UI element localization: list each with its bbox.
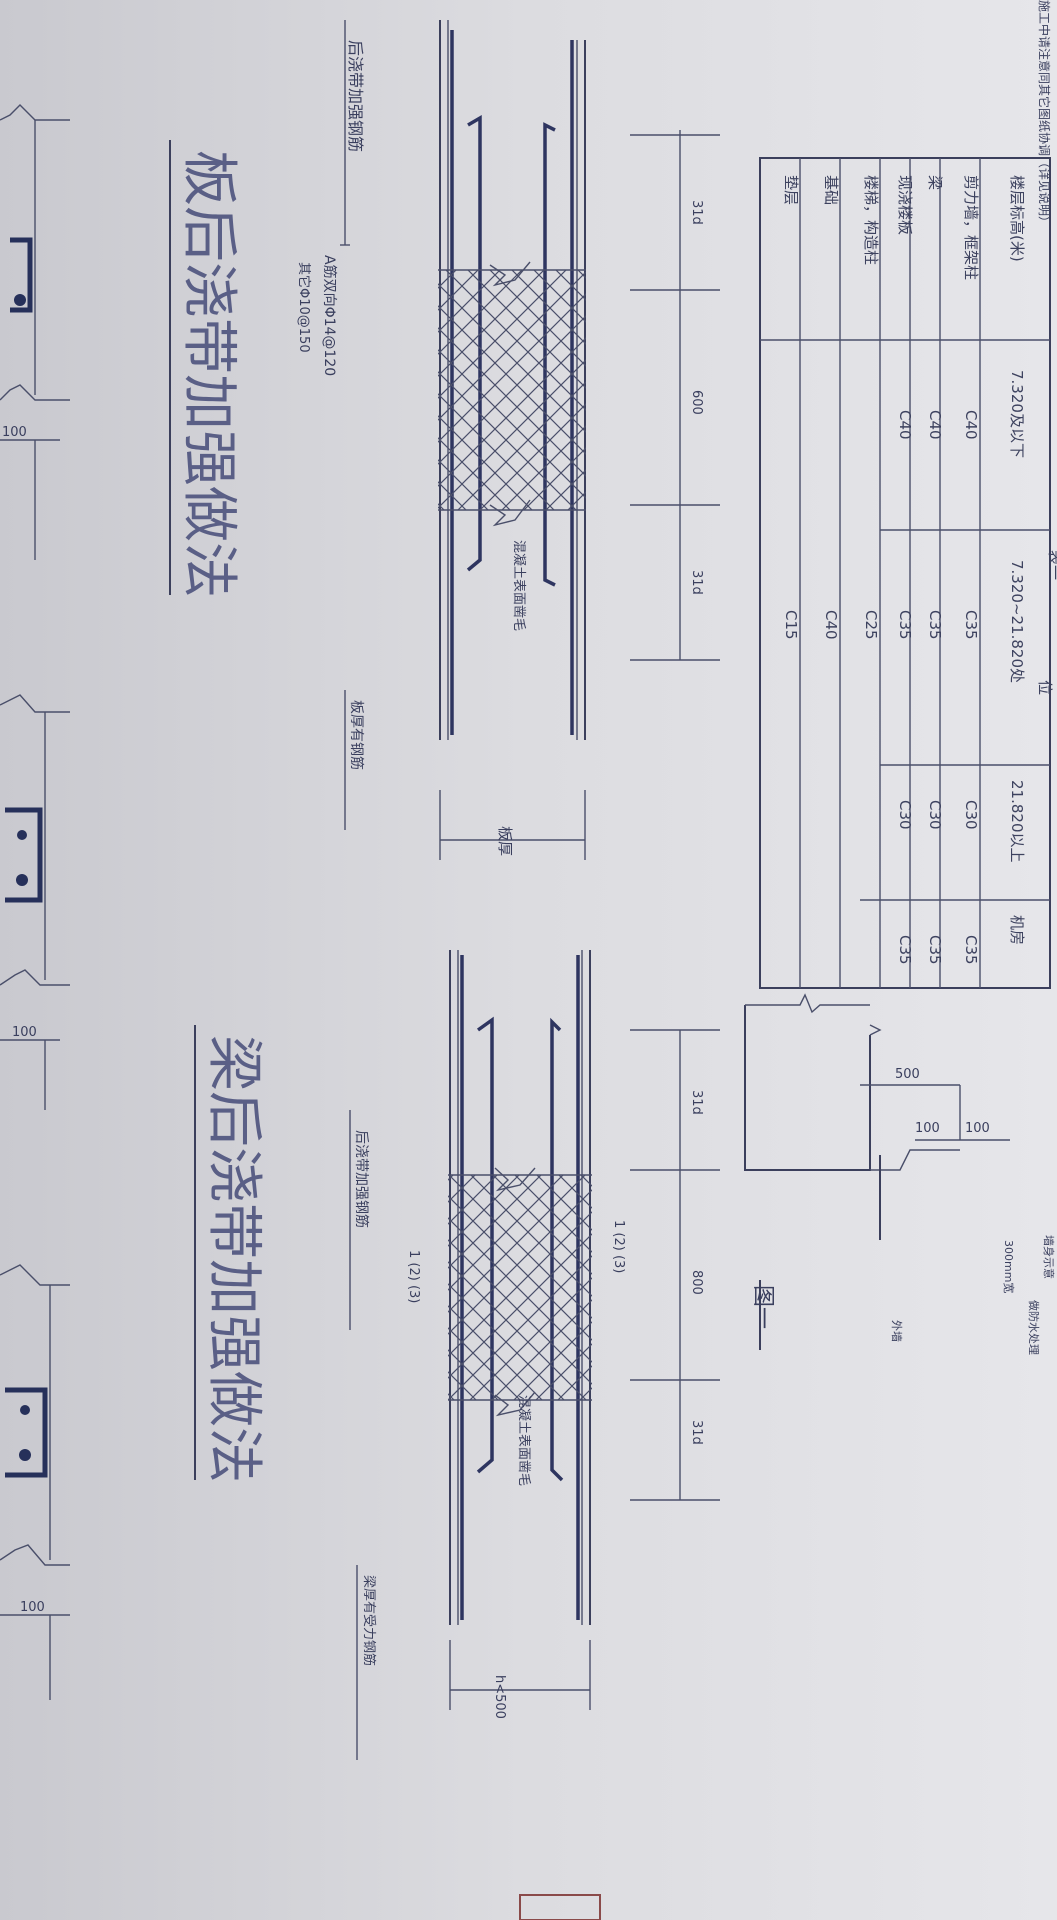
table-cell-2-3: C30 bbox=[926, 800, 944, 830]
table-cell-4-2: C25 bbox=[862, 610, 880, 640]
slab-thickness-label: 板厚 bbox=[496, 826, 514, 856]
figure-one-dim-500: 500 bbox=[895, 1067, 920, 1082]
beam-dim-h: h<500 bbox=[492, 1675, 507, 1719]
beam-section-b: 1 (2) (3) bbox=[611, 1220, 626, 1273]
table-cell-6-2: C15 bbox=[782, 610, 800, 640]
left-dim-100-1: 100 bbox=[2, 425, 27, 440]
beam-rebar-label: 后浇带加强钢筋 bbox=[353, 1130, 370, 1228]
table-cell-2-1: C40 bbox=[926, 410, 944, 440]
slab-same-as-slab-label: 板厚有钢筋 bbox=[348, 700, 365, 770]
slab-rebar-spec1: A筋双向Φ14@120 bbox=[321, 255, 338, 376]
table-cell-0-3: 21.820以上 bbox=[1008, 780, 1026, 863]
beam-dim-31d-top: 31d bbox=[689, 1090, 704, 1115]
table-cell-3-3: C30 bbox=[896, 800, 914, 830]
left-partial-details: 100 100 100 bbox=[0, 104, 70, 1700]
slab-rebar-label: 后浇带加强钢筋 bbox=[346, 40, 365, 152]
beam-dim-800: 800 bbox=[689, 1270, 704, 1295]
table-cell-1-4: C35 bbox=[962, 935, 980, 965]
figure-one-note-top: 做防水处理 bbox=[1027, 1300, 1041, 1355]
beam-roughen-label: 混凝土表面凿毛 bbox=[516, 1395, 532, 1486]
table-row-header-1: 剪力墙，框架柱 bbox=[962, 175, 980, 280]
table-cell-3-2: C35 bbox=[896, 610, 914, 640]
left-dim-100-3: 100 bbox=[20, 1600, 45, 1615]
header-note: 施工中请注意同其它图纸协调（详见说明） bbox=[1037, 0, 1052, 228]
slab-post-pour-strip-detail: 31d 600 31d 板厚 混凝土表面凿毛 板厚有钢筋 后浇带加强钢筋 A筋双… bbox=[169, 20, 720, 860]
table-row-header-6: 垫层 bbox=[782, 175, 800, 205]
table-row-header-2: 梁 bbox=[926, 175, 944, 190]
table-cell-1-1: C40 bbox=[962, 410, 980, 440]
figure-one-label: 图一 bbox=[750, 1285, 775, 1329]
slab-detail-title: 板后浇带加强做法 bbox=[176, 150, 241, 598]
beam-detail-title: 梁后浇带加强做法 bbox=[201, 1035, 266, 1483]
left-dim-100-2: 100 bbox=[12, 1025, 37, 1040]
table-row-header-3: 现浇楼板 bbox=[896, 175, 914, 235]
beam-section-a: 1 (2) (3) bbox=[406, 1250, 421, 1303]
figure-one-detail: 500 100 100 图一 300mm宽 做防水处理 墙身示意 外墙 bbox=[744, 993, 1056, 1355]
slab-dim-31d-bottom: 31d bbox=[689, 570, 704, 595]
slab-dim-31d-top: 31d bbox=[689, 200, 704, 225]
table-cell-1-2: C35 bbox=[962, 610, 980, 640]
table-row-header-0: 楼层标高(米) bbox=[1008, 175, 1026, 262]
table-col-header: 位 bbox=[1036, 680, 1054, 695]
table-cell-3-4: C35 bbox=[896, 935, 914, 965]
table-row-header-5: 基础 bbox=[822, 175, 840, 205]
figure-one-note-width: 300mm宽 bbox=[1002, 1240, 1016, 1293]
table-caption: 表一 bbox=[1046, 550, 1057, 580]
figure-one-dim-100a: 100 bbox=[915, 1121, 940, 1136]
table-cell-1-3: C30 bbox=[962, 800, 980, 830]
slab-rebar-spec2: 其它Φ10@150 bbox=[296, 262, 312, 353]
table-cell-0-2: 7.320~21.820处 bbox=[1008, 560, 1026, 683]
figure-one-note-bottom: 墙身示意 bbox=[1042, 1235, 1056, 1279]
table-cell-2-2: C35 bbox=[926, 610, 944, 640]
table-cell-5-2: C40 bbox=[822, 610, 840, 640]
figure-one-note-outer: 外墙 bbox=[890, 1320, 904, 1342]
figure-one-dim-100b: 100 bbox=[965, 1121, 990, 1136]
beam-force-rebar-label: 梁厚有受力钢筋 bbox=[361, 1575, 377, 1666]
concrete-grade-table: 楼层标高(米) 7.320及以下 7.320~21.820处 21.820以上 … bbox=[759, 157, 1057, 989]
table-row-header-4: 楼梯，构造柱 bbox=[862, 175, 880, 265]
slab-roughen-label: 混凝土表面凿毛 bbox=[511, 540, 527, 631]
beam-dim-31d-bottom: 31d bbox=[689, 1420, 704, 1445]
table-cell-2-4: C35 bbox=[926, 935, 944, 965]
beam-post-pour-strip-detail: 31d 800 31d h<500 混凝土表面凿毛 后浇带加强钢筋 1 (2) … bbox=[194, 950, 720, 1760]
table-cell-0-4: 机房 bbox=[1008, 915, 1026, 945]
table-cell-0-1: 7.320及以下 bbox=[1008, 370, 1026, 458]
slab-dim-600: 600 bbox=[689, 390, 704, 415]
table-cell-3-1: C40 bbox=[896, 410, 914, 440]
